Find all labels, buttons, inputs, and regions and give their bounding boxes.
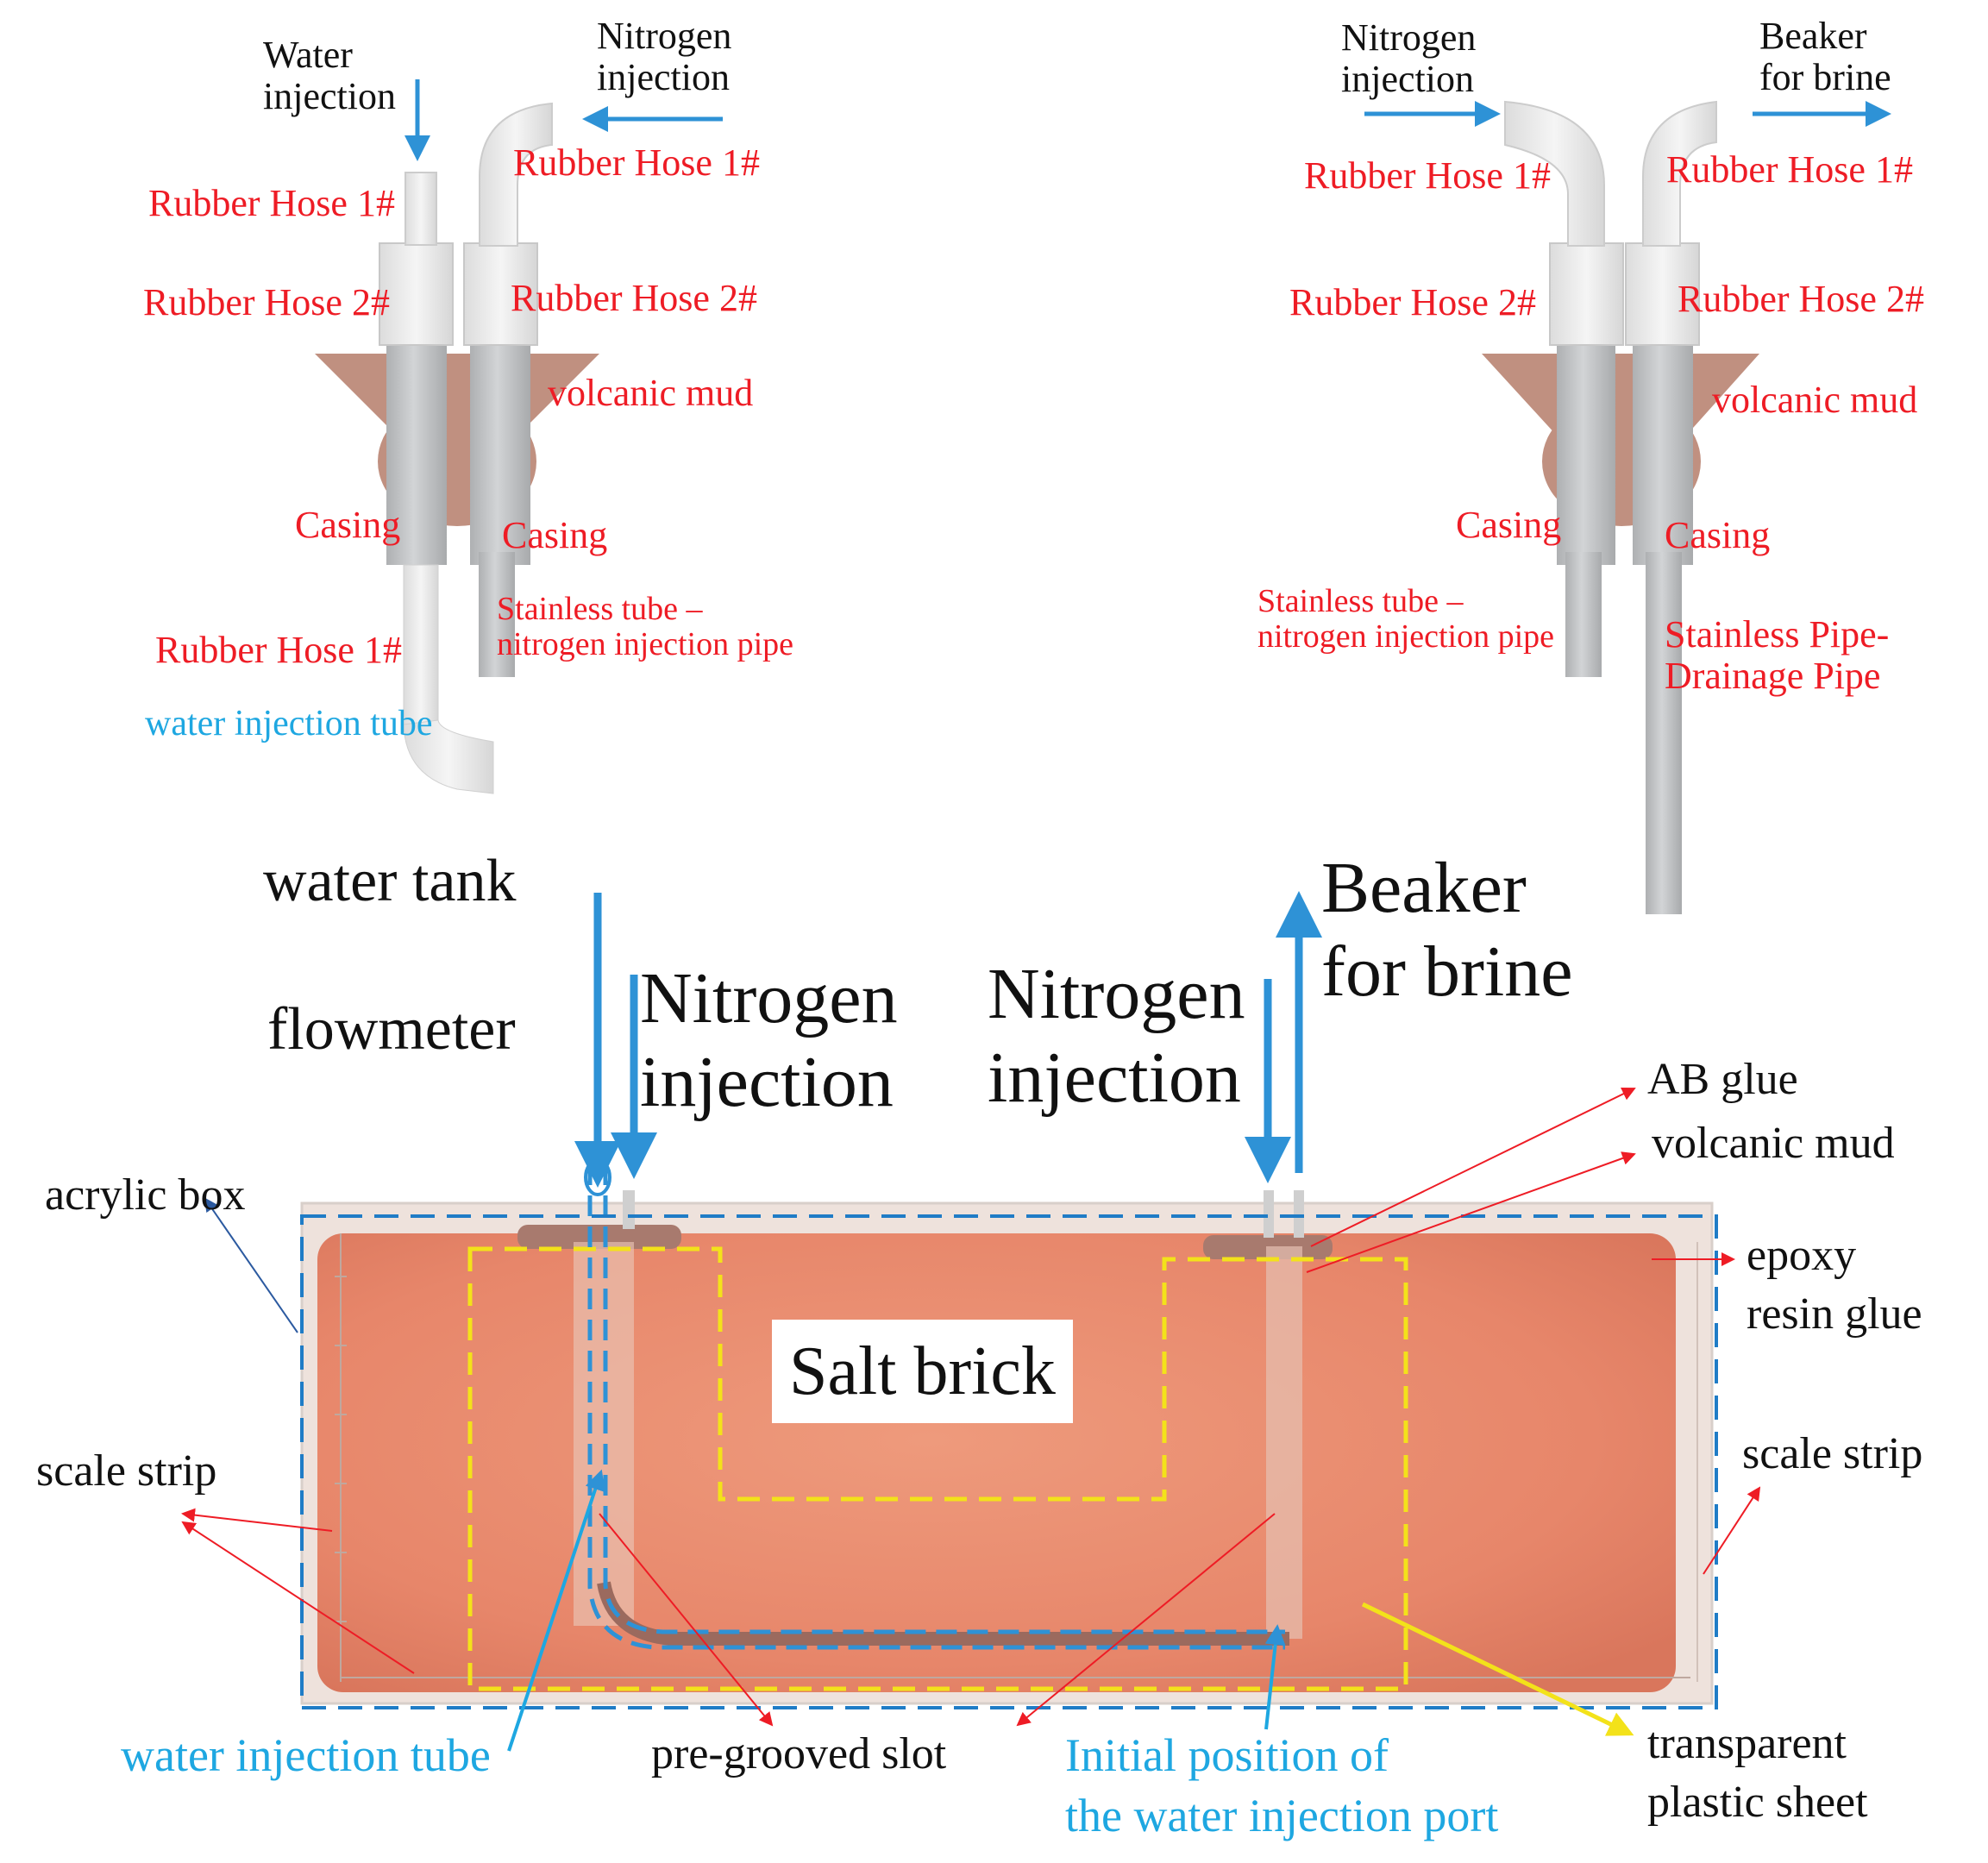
casing-left [386, 345, 447, 565]
casing-right [470, 345, 530, 565]
water-injection-tube-label: water injection tube [145, 704, 433, 743]
water-injection-tube-label: water injection tube [121, 1729, 491, 1781]
nitrogen-injection-label: Nitrogen injection [1341, 16, 1477, 100]
scale-strip-right-pointer [1703, 1486, 1761, 1575]
rubber-hose-2-left-label: Rubber Hose 2# [1289, 281, 1536, 323]
acrylic-box-outline [300, 1214, 1718, 1709]
stainless-tube [479, 552, 515, 677]
ab-glue-cap-left [517, 1225, 681, 1249]
rubber-hose-1-left-label: Rubber Hose 1# [1304, 154, 1551, 197]
transparent-sheet-pointer [1361, 1602, 1634, 1736]
volcanic-mud-label: volcanic mud [1712, 379, 1918, 421]
nitrogen-injection-left-label: Nitrogen injection [640, 958, 898, 1122]
rubber-hose-2-left-label: Rubber Hose 2# [143, 281, 390, 323]
ab-glue-pointer [1310, 1087, 1636, 1247]
water-injection-tube-path-1 [587, 1164, 1285, 1650]
pipe-stub-left [623, 1190, 635, 1229]
casing-right [1633, 345, 1693, 565]
water-injection-tube-curve [403, 719, 494, 794]
beaker-for-brine-label: Beaker for brine [1321, 848, 1573, 1012]
rubber-hose-1-left-label: Rubber Hose 1# [148, 182, 395, 224]
pipe-stub-right-1 [1264, 1190, 1274, 1238]
scale-strip-left [335, 1233, 1690, 1682]
stainless-tube-label: Stainless tube – nitrogen injection pipe [497, 591, 794, 663]
casing-left-label: Casing [295, 504, 401, 546]
pre-grooved-slot-pointer-2 [1016, 1513, 1276, 1727]
rubber-hose-2-left [379, 242, 454, 346]
initial-position-arrow [1264, 1624, 1286, 1730]
right-packer-assembly [1364, 100, 1891, 914]
epoxy-resin-glue-label: epoxy resin glue [1747, 1231, 1922, 1339]
rubber-hose-2-right [463, 242, 538, 346]
scale-strip-left-pointer-1 [181, 1508, 333, 1532]
rubber-hose-1-left-curved [1504, 100, 1605, 247]
water-tank-label: water tank [263, 848, 517, 914]
salt-cavern-model [181, 891, 1761, 1752]
rubber-hose-1-right-curved [1642, 100, 1717, 247]
rubber-hose-2-left [1549, 242, 1624, 346]
flowmeter-label: flowmeter [267, 996, 516, 1063]
water-injection-label: Water injection [263, 34, 396, 117]
nitrogen-injection-right-label: Nitrogen injection [988, 954, 1245, 1118]
pipe-stub-right-2 [1294, 1190, 1304, 1238]
stainless-tube-label: Stainless tube – nitrogen injection pipe [1257, 583, 1555, 656]
ab-glue-label: AB glue [1647, 1055, 1798, 1104]
salt-cavern-outline [467, 1246, 1408, 1691]
rubber-hose-1-right-curved [479, 102, 553, 247]
stainless-drainage-pipe [1646, 552, 1682, 914]
scale-strip-left-label: scale strip [36, 1446, 217, 1496]
pre-grooved-slot-label: pre-grooved slot [651, 1729, 947, 1778]
volcanic-mud-label: volcanic mud [1652, 1119, 1895, 1168]
salt-brick-label: Salt brick [772, 1320, 1073, 1423]
transparent-plastic-sheet-label: transparent plastic sheet [1647, 1719, 1868, 1827]
water-injection-tube-path-2 [603, 1164, 1285, 1634]
left-packer-assembly [315, 79, 723, 794]
stainless-tube [1565, 552, 1602, 677]
casing-right-label: Casing [502, 514, 608, 556]
rubber-hose-1-left [404, 172, 437, 246]
rubber-hose-1-right-label: Rubber Hose 1# [513, 141, 760, 184]
casing-left [1557, 345, 1615, 565]
pre-grooved-slot-pointer-1 [599, 1513, 774, 1727]
salt-brick [317, 1233, 1676, 1692]
water-injection-tube-arrow [507, 1469, 605, 1752]
casing-left-label: Casing [1456, 504, 1562, 546]
rubber-hose-2-right-label: Rubber Hose 2# [511, 277, 757, 319]
scale-strip-left-pointer-2 [181, 1521, 415, 1674]
rubber-hose-2-right-label: Rubber Hose 2# [1678, 278, 1924, 320]
acrylic-box-pointer [204, 1197, 298, 1333]
water-injection-tube-bottom [403, 564, 439, 730]
rubber-hose-1-right-label: Rubber Hose 1# [1666, 148, 1913, 191]
acrylic-box-label: acrylic box [45, 1170, 246, 1220]
nitrogen-injection-label: Nitrogen injection [597, 15, 732, 98]
rubber-hose-1-bottom-label: Rubber Hose 1# [155, 629, 402, 671]
volcanic-mud-pointer [1306, 1151, 1636, 1273]
casing-right-label: Casing [1665, 514, 1771, 556]
beaker-for-brine-label: Beaker for brine [1759, 15, 1891, 98]
volcanic-mud-label: volcanic mud [548, 372, 754, 414]
drainage-well-right [1266, 1246, 1302, 1639]
scale-strip-right-label: scale strip [1742, 1429, 1923, 1478]
stainless-pipe-label: Stainless Pipe- Drainage Pipe [1665, 613, 1890, 697]
initial-position-label: Initial position of the water injection … [1065, 1729, 1499, 1842]
rubber-hose-2-right [1625, 242, 1700, 346]
